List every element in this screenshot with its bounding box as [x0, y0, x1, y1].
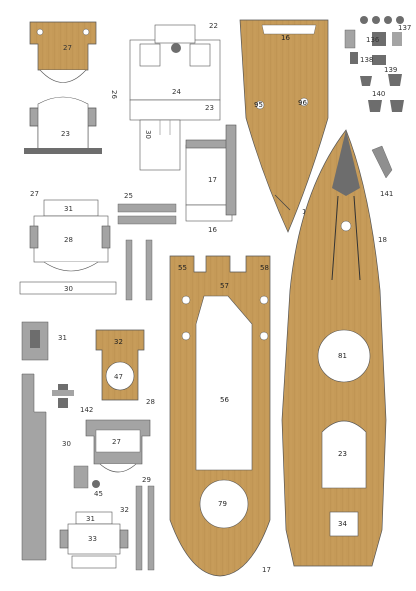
part-24-box: 24 30 22 23 [129, 22, 221, 171]
label-139: 139 [384, 66, 397, 74]
label-81: 81 [338, 352, 347, 360]
part-33-assembly: 31 33 32 [59, 506, 129, 569]
label-79: 79 [218, 500, 227, 508]
part-26-strips [125, 239, 153, 301]
part-28-assembly: 27 31 28 30 [19, 190, 117, 295]
label-30a: 30 [144, 130, 152, 139]
label-23a: 23 [61, 130, 70, 138]
small-parts-cluster: 136 137 138 139 140 141 [344, 16, 411, 198]
label-23b: 23 [205, 104, 214, 112]
label-16a: 16 [281, 34, 290, 42]
part-23-bracket: 23 [24, 96, 102, 154]
label-56: 56 [220, 396, 229, 404]
label-32a: 32 [114, 338, 123, 346]
label-141: 141 [380, 190, 393, 198]
part-27-bracket: 27 26 [29, 21, 118, 99]
part-31-block: 31 [21, 321, 67, 361]
label-28a: 28 [64, 236, 73, 244]
label-31a: 31 [64, 205, 73, 213]
part-27-gray-bracket: 27 28 [85, 398, 155, 473]
part-18-main-deck: 81 23 34 18 [281, 129, 387, 567]
label-30b: 30 [64, 285, 73, 293]
label-24: 24 [172, 88, 181, 96]
label-22: 22 [209, 22, 218, 30]
label-32b: 32 [120, 506, 129, 514]
label-136: 136 [366, 36, 380, 44]
label-34: 34 [338, 520, 347, 528]
label-96: 96 [298, 99, 307, 107]
label-31c: 31 [86, 515, 95, 523]
label-26: 26 [110, 90, 118, 99]
label-138: 138 [360, 56, 373, 64]
label-23c: 23 [338, 450, 347, 458]
label-17b: 17 [262, 566, 271, 574]
label-16b: 16 [208, 226, 217, 234]
part-32-47: 32 47 [95, 329, 145, 401]
label-25: 25 [124, 192, 133, 200]
label-140: 140 [372, 90, 385, 98]
label-29: 29 [142, 476, 151, 484]
label-58: 58 [260, 264, 269, 272]
label-55: 55 [178, 264, 187, 272]
part-45: 45 [73, 465, 103, 498]
label-45: 45 [94, 490, 103, 498]
part-25-strips: 25 [117, 192, 177, 225]
label-27c: 27 [112, 438, 121, 446]
part-56-deck: 55 57 58 56 79 17 [169, 255, 271, 577]
label-142: 142 [80, 406, 93, 414]
label-137: 137 [398, 24, 411, 32]
label-27b: 27 [30, 190, 39, 198]
label-33: 33 [88, 535, 97, 543]
label-47: 47 [114, 373, 123, 381]
label-28b: 28 [146, 398, 155, 406]
label-18: 18 [378, 236, 387, 244]
label-17a: 17 [208, 176, 217, 184]
label-30c: 30 [62, 440, 71, 448]
label-31b: 31 [58, 334, 67, 342]
part-30-strip: 30 [21, 373, 71, 561]
part-16-deck: 16 95 96 15 [239, 19, 329, 233]
label-57: 57 [220, 282, 229, 290]
part-29-strips: 29 [135, 476, 155, 571]
label-27a: 27 [63, 44, 72, 52]
part-17-box: 17 16 [185, 124, 237, 234]
part-142: 142 [52, 384, 93, 414]
label-95: 95 [254, 101, 263, 109]
